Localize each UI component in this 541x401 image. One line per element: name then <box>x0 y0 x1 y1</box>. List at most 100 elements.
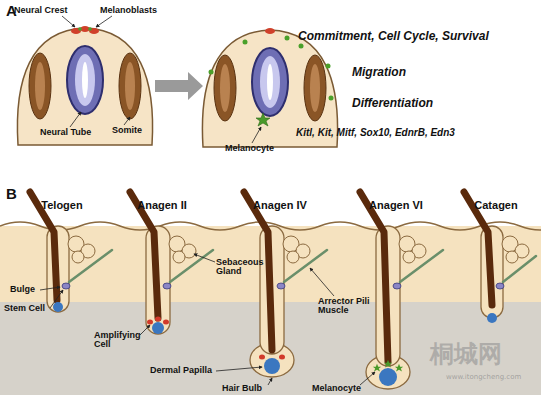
part-label: Amplifying Cell <box>94 331 142 350</box>
dermal-papilla <box>152 322 164 334</box>
stem-cells <box>62 283 504 289</box>
part-label: Melanocyte <box>225 144 274 153</box>
melanoblast <box>285 36 290 41</box>
melanoblast <box>243 40 248 45</box>
neural-crest-cell <box>265 28 275 34</box>
melanoblast <box>88 27 92 31</box>
process-label: Differentiation <box>352 97 433 110</box>
gene-list: Kitl, Kit, Mitf, Sox10, EdnrB, Edn3 <box>296 128 455 139</box>
dermal-papilla <box>53 302 63 312</box>
leader-lines <box>40 254 375 385</box>
stem-cell <box>393 283 401 289</box>
panel-letter: B <box>6 186 17 202</box>
amplifying-cell <box>279 355 285 360</box>
leader-line <box>360 372 375 385</box>
leader-line <box>252 127 261 143</box>
leader-line <box>310 268 334 296</box>
leader-line <box>268 378 272 385</box>
hair-follicles <box>47 226 503 389</box>
leader-line <box>140 325 150 335</box>
somite <box>119 53 141 119</box>
gland-lobe <box>403 251 415 263</box>
part-label: Somite <box>112 126 142 135</box>
neural-tube-canal <box>82 62 88 98</box>
part-label: Melanocyte <box>312 384 361 393</box>
watermark: www.itongcheng.com <box>446 374 521 381</box>
neural-tube <box>252 48 288 116</box>
embryo-outline <box>17 28 152 145</box>
neural-tube-canal <box>267 64 273 100</box>
hair-shaft <box>244 192 272 350</box>
embryo-section <box>17 26 152 145</box>
somite <box>214 55 236 121</box>
leader-line <box>40 287 60 290</box>
hair-bulb <box>366 355 410 389</box>
amplifying-cell <box>155 317 161 322</box>
dermal-papilla <box>487 313 497 323</box>
part-label: Hair Bulb <box>222 384 262 393</box>
leader-line <box>50 290 63 308</box>
hair-shaft <box>360 192 388 362</box>
part-label: Dermal Papilla <box>150 366 212 375</box>
progress-arrow <box>155 72 203 100</box>
leader-line <box>216 367 262 371</box>
process-label: Migration <box>352 66 406 79</box>
process-label: Commitment, Cell Cycle, Survival <box>298 30 489 43</box>
stage-label: Anagen VI <box>369 200 423 212</box>
leader-lines <box>62 16 261 143</box>
part-label: Neural Tube <box>40 128 91 137</box>
muscle <box>170 250 213 282</box>
watermark: 桐城网 <box>430 342 502 367</box>
amplifying-cell <box>259 355 265 360</box>
melanocyte-cell <box>395 364 403 372</box>
leader-line <box>62 16 75 27</box>
melanocyte-cell <box>373 364 381 372</box>
hair-shafts <box>30 192 492 362</box>
melanoblast <box>209 70 214 75</box>
dermal-papilla <box>264 358 280 374</box>
part-label: Arrector Pili Muscle <box>318 297 376 316</box>
stem-cell <box>277 283 285 289</box>
stem-cell <box>62 283 70 289</box>
stage-label: Anagen II <box>137 200 187 212</box>
melanocyte-cell <box>256 113 270 126</box>
melanoblast <box>299 44 304 49</box>
somite-core <box>310 64 320 112</box>
melanocyte-cell <box>384 360 392 368</box>
leader-line <box>124 117 130 125</box>
stage-label: Anagen IV <box>253 200 307 212</box>
melanoblast <box>78 27 82 31</box>
muscle <box>284 250 327 282</box>
part-label: Stem Cell <box>4 304 45 313</box>
somite <box>304 55 326 121</box>
muscle <box>503 256 536 282</box>
amplifying-cell <box>163 320 169 325</box>
melanoblast <box>326 64 331 69</box>
neural-crest-cell <box>71 28 81 34</box>
leader-line <box>194 254 215 262</box>
melanoblast <box>329 96 334 101</box>
part-label: Melanoblasts <box>100 6 157 15</box>
somite-core <box>220 64 230 112</box>
neural-tube <box>67 46 103 114</box>
stem-cell <box>163 283 171 289</box>
gland-lobe <box>72 251 84 263</box>
amplifying-cell <box>147 320 153 325</box>
part-label: Sebaceous Gland <box>216 258 264 277</box>
stem-cell <box>496 283 504 289</box>
stage-label: Catagen <box>474 200 517 212</box>
dermal-papilla <box>379 368 397 386</box>
neural-tube-lumen <box>260 56 280 108</box>
arrector-pili <box>69 250 536 282</box>
leader-line <box>70 112 81 127</box>
gland-lobe <box>287 251 299 263</box>
part-label: Neural Crest <box>14 6 68 15</box>
gland-lobe <box>506 251 518 263</box>
neural-tube-lumen <box>75 54 95 106</box>
leader-line <box>96 16 112 27</box>
somite-core <box>35 62 45 110</box>
neural-crest-cell <box>89 28 99 34</box>
part-label: Bulge <box>10 285 35 294</box>
